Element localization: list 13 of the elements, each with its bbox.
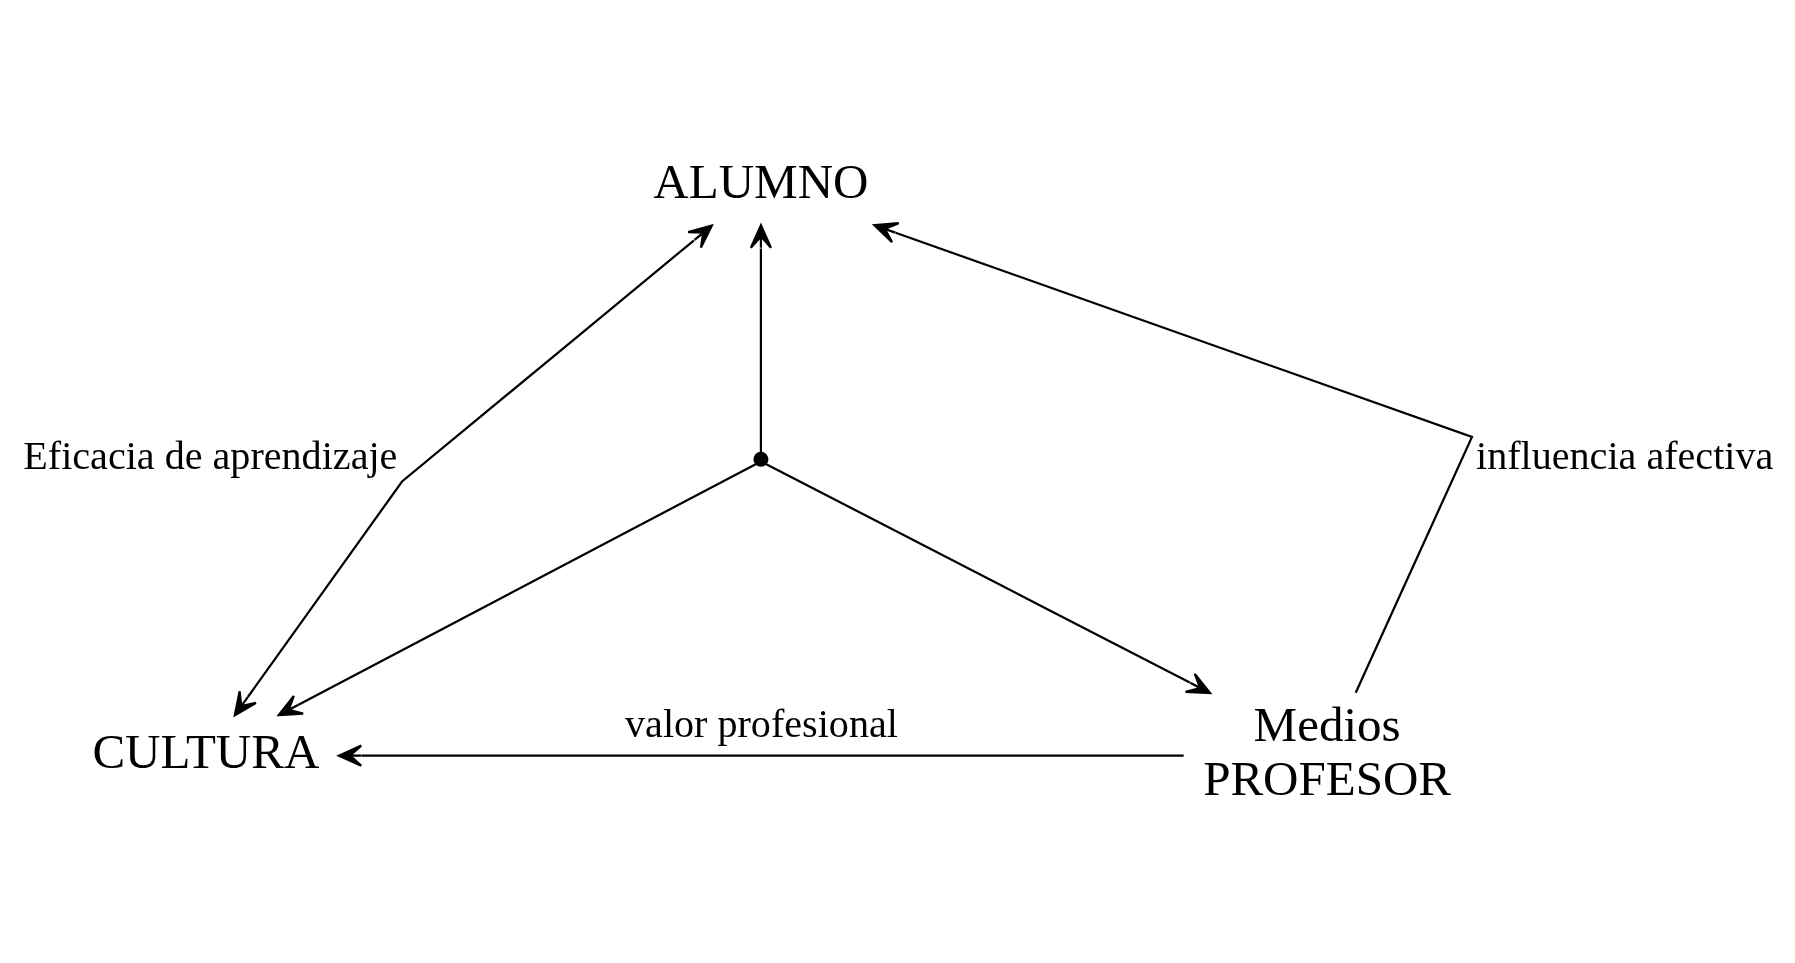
arrow [872,222,1473,694]
arrow [337,744,1184,767]
edge-label: Eficacia de aprendizaje [22,433,397,479]
edge-label: influencia afectiva [1475,433,1773,479]
arrow [764,462,1211,695]
node-point [752,451,768,467]
node-text: ALUMNO [652,153,868,209]
node-text: CULTURA [91,724,319,780]
arrow [749,224,772,453]
node-text: Medios PROFESOR [1202,697,1451,806]
edge-label: valor profesional [624,700,898,746]
arrow [277,462,757,717]
arrow [233,224,713,717]
